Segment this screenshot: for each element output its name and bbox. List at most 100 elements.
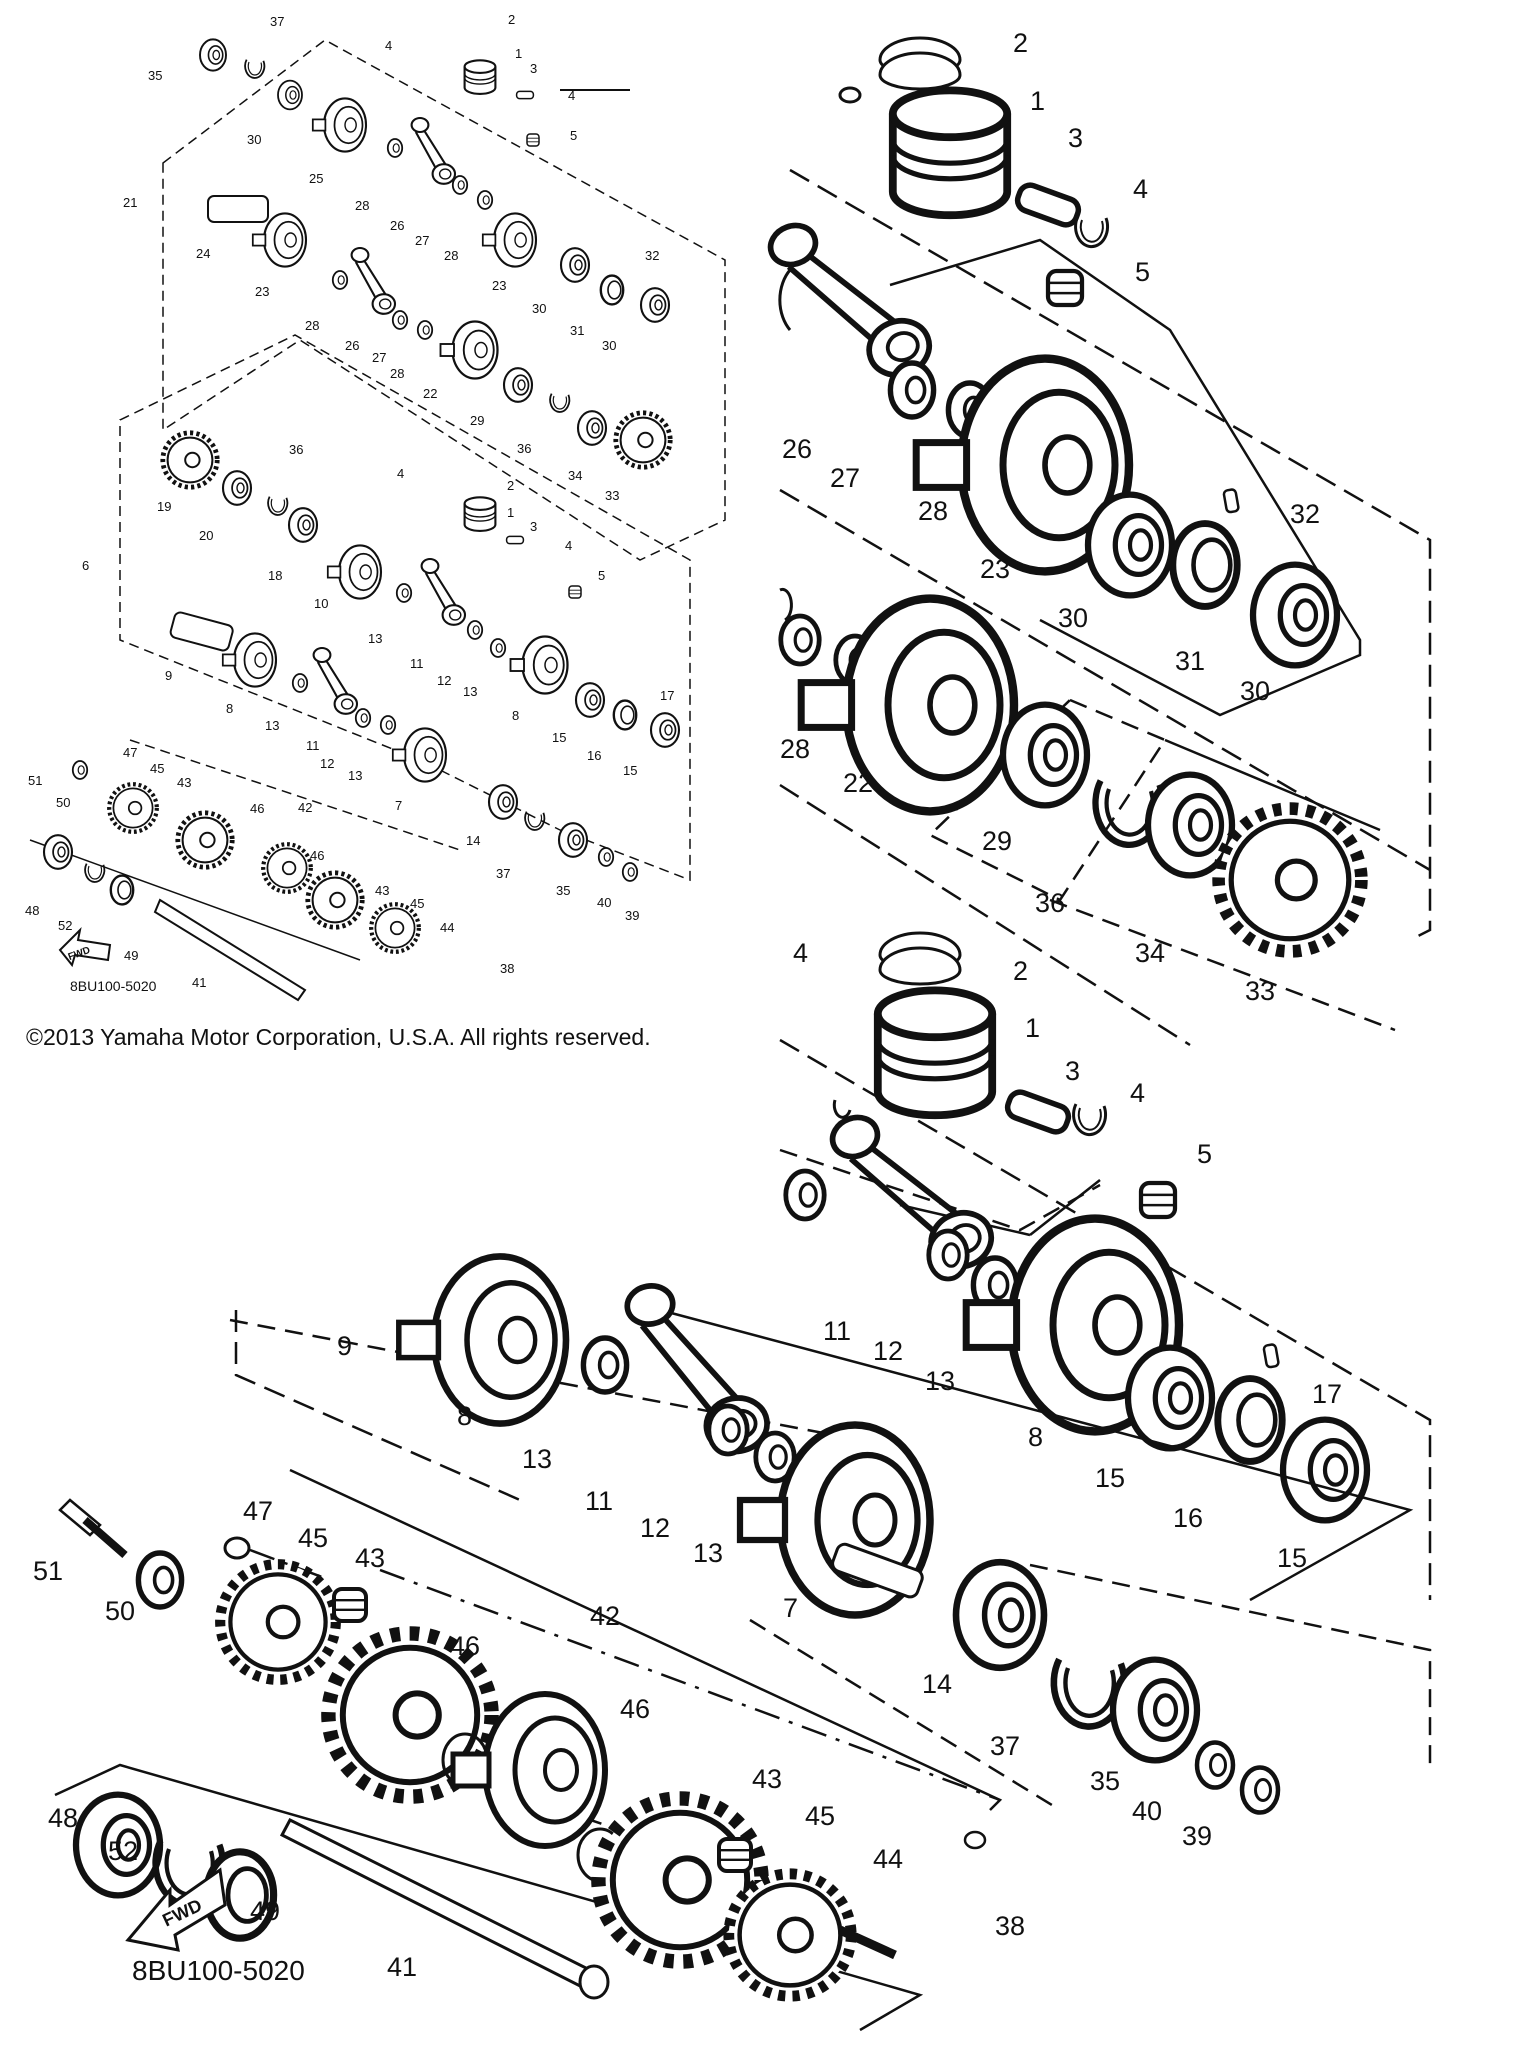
callout-label: 49 xyxy=(250,1896,280,1926)
detail-middle-crank: 4 2 1 3 4 5 11 12 13 17 8 15 16 15 xyxy=(779,931,1432,1600)
callout-label: 36 xyxy=(289,442,303,457)
callout-label: 38 xyxy=(500,961,514,976)
callout-label: 7 xyxy=(783,1593,798,1623)
callout-label: 29 xyxy=(470,413,484,428)
callout-label: 33 xyxy=(605,488,619,503)
callout-label: 5 xyxy=(570,128,577,143)
callout-label: 43 xyxy=(355,1543,385,1573)
callout-label: 9 xyxy=(337,1331,352,1361)
callout-label: 28 xyxy=(444,248,458,263)
callout-label: 14 xyxy=(922,1669,952,1699)
callout-label: 3 xyxy=(530,61,537,76)
callout-label: 43 xyxy=(752,1764,782,1794)
callout-label: 30 xyxy=(247,132,261,147)
callout-label: 9 xyxy=(165,668,172,683)
callout-label: 33 xyxy=(1245,976,1275,1006)
callout-label: 16 xyxy=(1173,1503,1203,1533)
callout-label: 5 xyxy=(1197,1139,1212,1169)
callout-label: 31 xyxy=(570,323,584,338)
callout-label: 10 xyxy=(314,596,328,611)
callout-label: 11 xyxy=(585,1486,613,1516)
callout-label: 20 xyxy=(199,528,213,543)
callout-label: 13 xyxy=(265,718,279,733)
callout-label: 34 xyxy=(1135,938,1165,968)
callout-label: 23 xyxy=(980,554,1010,584)
callout-label: 21 xyxy=(123,195,137,210)
callout-label: 13 xyxy=(522,1444,552,1474)
callout-label: 47 xyxy=(123,745,137,760)
callout-label: 46 xyxy=(310,848,324,863)
callout-label: 35 xyxy=(148,68,162,83)
callout-label: 23 xyxy=(492,278,506,293)
diagram-code-small: 8BU100-5020 xyxy=(70,978,157,994)
callout-label: 7 xyxy=(395,798,402,813)
callout-label: 38 xyxy=(995,1911,1025,1941)
callout-label: 50 xyxy=(105,1596,135,1626)
callout-label: 45 xyxy=(805,1801,835,1831)
callout-label: 43 xyxy=(375,883,389,898)
callout-label: 4 xyxy=(385,38,392,53)
callout-label: 40 xyxy=(1132,1796,1162,1826)
callout-label: 49 xyxy=(124,948,138,963)
callout-label: 30 xyxy=(1240,676,1270,706)
callout-label: 14 xyxy=(466,833,480,848)
callout-label: 4 xyxy=(1130,1078,1145,1108)
callout-label: 37 xyxy=(270,14,284,29)
callout-label: 2 xyxy=(1013,28,1028,58)
callout-label: 44 xyxy=(440,920,454,935)
callout-label: 41 xyxy=(192,975,206,990)
callout-label: 13 xyxy=(693,1538,723,1568)
callout-label: 42 xyxy=(298,800,312,815)
callout-label: 3 xyxy=(530,519,537,534)
callout-label: 18 xyxy=(268,568,282,583)
callout-label: 16 xyxy=(587,748,601,763)
callout-label: 32 xyxy=(1290,499,1320,529)
callout-label: 28 xyxy=(918,496,948,526)
callout-label: 15 xyxy=(1277,1543,1307,1573)
callout-label: 17 xyxy=(660,688,674,703)
callout-label: 22 xyxy=(843,768,873,798)
callout-label: 30 xyxy=(602,338,616,353)
callout-label: 27 xyxy=(830,463,860,493)
callout-label: 5 xyxy=(1135,257,1150,287)
callout-label: 48 xyxy=(25,903,39,918)
callout-label: 37 xyxy=(496,866,510,881)
callout-label: 28 xyxy=(390,366,404,381)
callout-label: 4 xyxy=(397,466,404,481)
callout-label: 13 xyxy=(463,684,477,699)
callout-label: 40 xyxy=(597,895,611,910)
callout-label: 45 xyxy=(150,761,164,776)
callout-label: 24 xyxy=(196,246,210,261)
callout-label: 1 xyxy=(507,505,514,520)
callout-label: 12 xyxy=(640,1513,670,1543)
callout-label: 41 xyxy=(387,1952,417,1982)
callout-label: 29 xyxy=(982,826,1012,856)
callout-label: 28 xyxy=(355,198,369,213)
callout-label: 12 xyxy=(437,673,451,688)
callout-label: 17 xyxy=(1312,1379,1342,1409)
callout-label: 4 xyxy=(568,88,575,103)
callout-label: 34 xyxy=(568,468,582,483)
callout-label: 35 xyxy=(1090,1766,1120,1796)
callout-label: 42 xyxy=(590,1601,620,1631)
callout-label: 48 xyxy=(48,1803,78,1833)
detail-lower-assembly: FWD 9 8 13 11 12 13 7 51 47 45 43 50 46 … xyxy=(33,1256,1432,2032)
callout-label: 32 xyxy=(645,248,659,263)
callout-label: 36 xyxy=(1035,888,1065,918)
callout-label: 37 xyxy=(990,1731,1020,1761)
callout-label: 1 xyxy=(515,46,522,61)
callout-label: 1 xyxy=(1025,1013,1040,1043)
overview-diagram: 35 37 2 4 1 3 4 5 30 25 28 26 27 28 21 2… xyxy=(25,12,726,1002)
callout-label: 28 xyxy=(305,318,319,333)
fwd-arrow-icon-small xyxy=(58,926,112,968)
callout-label: 12 xyxy=(320,756,334,771)
callout-label: 25 xyxy=(309,171,323,186)
callout-label: 8 xyxy=(457,1401,472,1431)
callout-label: 45 xyxy=(298,1523,328,1553)
callout-label: 26 xyxy=(782,434,812,464)
callout-label: 26 xyxy=(390,218,404,233)
callout-label: 19 xyxy=(157,499,171,514)
callout-label: 5 xyxy=(598,568,605,583)
